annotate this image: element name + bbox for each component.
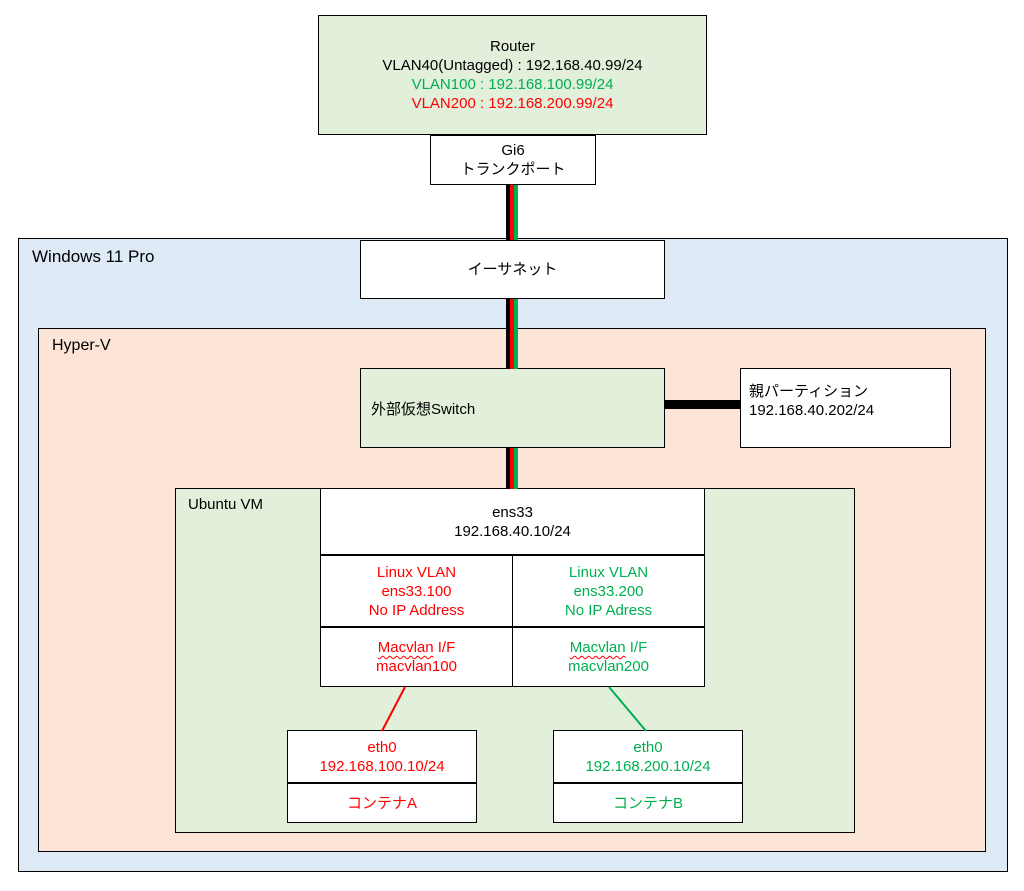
hyperv-label: Hyper-V <box>52 337 111 354</box>
container-b-name-box: コンテナB <box>553 783 743 823</box>
parent-partition-box: 親パーティション 192.168.40.202/24 <box>740 368 951 448</box>
parent-partition-name: 親パーティション <box>749 383 869 400</box>
link-vswitch-to-parent-partition <box>665 400 740 409</box>
gi6-port-box: Gi6 トランクポート <box>430 135 596 185</box>
macvlan-200-name: macvlan200 <box>568 658 649 675</box>
linux-vlan-200-box: Linux VLAN ens33.200 No IP Adress <box>512 555 705 627</box>
container-a-name-box: コンテナA <box>287 783 477 823</box>
virtual-switch-label: 外部仮想Switch <box>371 400 476 418</box>
linux-vlan-200-ip-note: No IP Adress <box>564 601 653 619</box>
macvlan-200-word: Macvlan <box>569 639 626 656</box>
container-a-eth-box: eth0 192.168.100.10/24 <box>287 730 477 783</box>
router-vlan100: VLAN100 : 192.168.100.99/24 <box>411 76 614 93</box>
router-vlan200: VLAN200 : 192.168.200.99/24 <box>411 95 614 112</box>
ubuntu-vm-label: Ubuntu VM <box>188 496 264 513</box>
container-a-if: eth0 <box>367 738 397 756</box>
container-a-ip: 192.168.100.10/24 <box>319 757 445 775</box>
trunk-link-vswitch-to-ens33 <box>506 448 518 489</box>
linux-vlan-100-title: Linux VLAN <box>376 563 457 581</box>
windows-host-label: Windows 11 Pro <box>32 247 155 266</box>
router-vlan40: VLAN40(Untagged) : 192.168.40.99/24 <box>382 57 643 74</box>
macvlan-100-rest: I/F <box>433 639 456 656</box>
container-b-label: コンテナB <box>612 794 683 812</box>
linux-vlan-200-if: ens33.200 <box>573 582 644 600</box>
macvlan-200-box: Macvlan I/F macvlan200 <box>512 627 705 687</box>
ens33-name: ens33 <box>492 503 533 521</box>
ens33-ip: 192.168.40.10/24 <box>454 522 571 540</box>
ethernet-label: イーサネット <box>467 261 558 278</box>
trunk-link-ethernet-to-vswitch <box>506 299 518 369</box>
linux-vlan-100-if: ens33.100 <box>381 582 452 600</box>
router-box: Router VLAN40(Untagged) : 192.168.40.99/… <box>318 15 707 135</box>
container-a-label: コンテナA <box>346 794 417 812</box>
macvlan-200-rest: I/F <box>625 639 648 656</box>
macvlan-200-title: Macvlan I/F <box>570 638 648 657</box>
gi6-port-type: トランクポート <box>460 161 566 178</box>
ethernet-box: イーサネット <box>360 240 665 299</box>
macvlan-100-word: Macvlan <box>377 639 434 656</box>
container-b-if: eth0 <box>633 738 663 756</box>
linux-vlan-100-ip-note: No IP Address <box>368 601 465 619</box>
macvlan-100-name: macvlan100 <box>376 658 457 675</box>
linux-vlan-100-box: Linux VLAN ens33.100 No IP Address <box>320 555 513 627</box>
container-b-ip: 192.168.200.10/24 <box>585 757 711 775</box>
trunk-link-router-to-ethernet <box>506 185 518 240</box>
macvlan-100-box: Macvlan I/F macvlan100 <box>320 627 513 687</box>
parent-partition-ip: 192.168.40.202/24 <box>749 402 875 419</box>
macvlan-100-title: Macvlan I/F <box>378 638 456 657</box>
router-title: Router <box>489 38 536 55</box>
virtual-switch-box: 外部仮想Switch <box>360 368 665 448</box>
container-b-eth-box: eth0 192.168.200.10/24 <box>553 730 743 783</box>
ens33-box: ens33 192.168.40.10/24 <box>320 488 705 555</box>
linux-vlan-200-title: Linux VLAN <box>568 563 649 581</box>
gi6-port-name: Gi6 <box>501 142 525 159</box>
